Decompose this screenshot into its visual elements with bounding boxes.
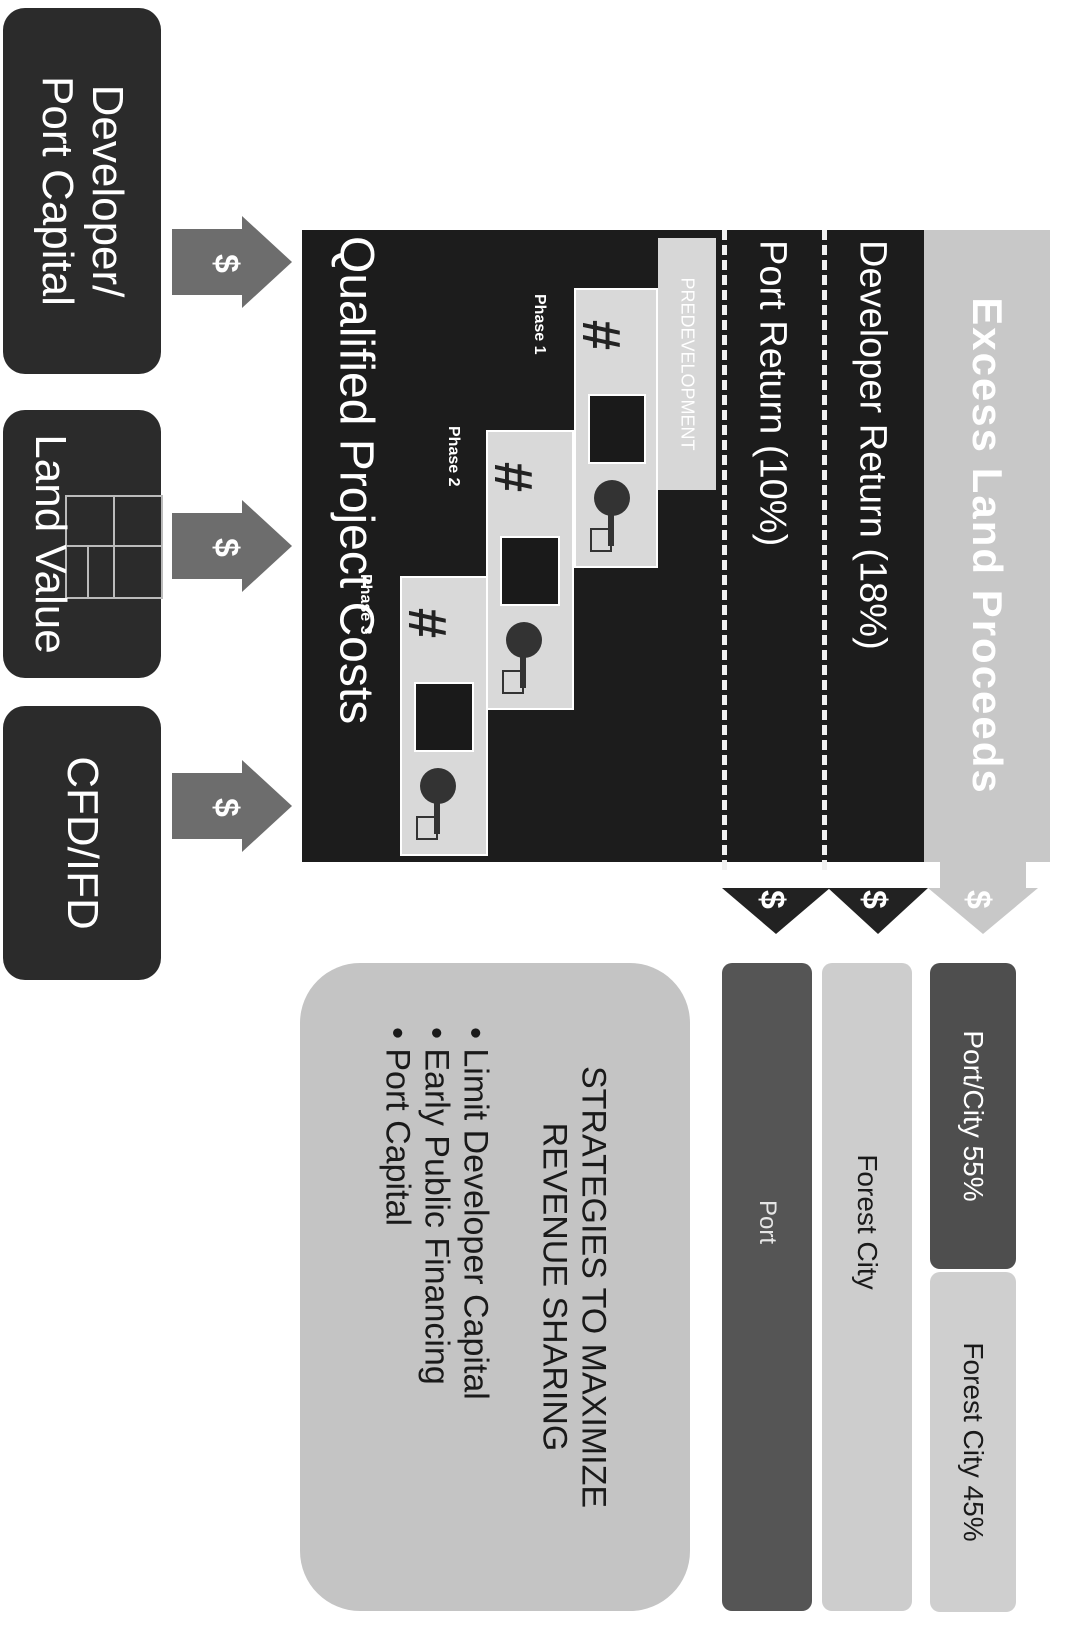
qualified-project-costs-block: Qualified Project Costs Port Return (10%…: [302, 230, 924, 870]
strategies-box: STRATEGIES TO MAXIMIZE REVENUE SHARING •…: [300, 963, 690, 1611]
window-grid-icon: [414, 682, 474, 752]
strategy-item-text: Early Public Financing: [417, 1048, 456, 1385]
developer-return-label: Developer Return (18%): [851, 240, 894, 650]
strategies-title-line2: REVENUE SHARING: [535, 1122, 574, 1452]
tree-bench-icon: [590, 480, 638, 552]
strategy-item: • Early Public Financing: [417, 1027, 456, 1385]
port-city-label: Port/City 55%: [958, 1030, 989, 1202]
phase-3-label: Phase 3: [357, 574, 374, 635]
down-arrow-port: $: [722, 862, 830, 938]
source-developer-box: Developer/ Port Capital: [3, 8, 161, 374]
strategies-title-line1: STRATEGIES TO MAXIMIZE: [574, 1065, 613, 1509]
phase-2-label: Phase 2: [445, 426, 462, 487]
excess-land-proceeds-column: Excess Land Proceeds: [924, 230, 1050, 862]
dollar-icon: $: [958, 890, 997, 909]
strategy-item: • Limit Developer Capital: [456, 1027, 495, 1400]
strategies-list: • Limit Developer Capital • Early Public…: [378, 987, 495, 1587]
forest-city-label: Forest City: [852, 1154, 883, 1290]
dollar-icon: $: [206, 254, 245, 273]
arrow-shaft: [172, 229, 242, 295]
hashtag-icon: #: [483, 461, 544, 493]
port-label: Port: [754, 1200, 781, 1245]
arrow-shaft: [172, 773, 242, 839]
dollar-icon: $: [206, 538, 245, 557]
arrow-head: [242, 216, 292, 308]
phase-1-card: #: [571, 288, 658, 568]
arrow-land: $: [172, 500, 292, 592]
dashed-line-1: [722, 230, 727, 870]
down-arrow-excess: $: [928, 862, 1038, 938]
excess-land-proceeds-label: Excess Land Proceeds: [964, 297, 1011, 795]
port-return-label: Port Return (10%): [751, 240, 794, 547]
forest-city-bar: Forest City: [822, 963, 912, 1611]
source-developer-line2: Port Capital: [33, 76, 82, 306]
hashtag-icon: #: [571, 319, 632, 351]
source-cfd-label: CFD/IFD: [58, 756, 107, 930]
dashed-line-2: [822, 230, 827, 870]
land-grid-icon: [65, 495, 163, 599]
arrow-developer: $: [172, 216, 292, 308]
arrow-head: [242, 760, 292, 852]
port-bar: Port: [722, 963, 812, 1611]
phase-2-card: #: [483, 430, 574, 710]
window-grid-icon: [588, 394, 646, 464]
window-grid-icon: [500, 536, 560, 606]
arrow-cfd: $: [172, 760, 292, 852]
arrow-shaft: [172, 513, 242, 579]
tree-bench-icon: [502, 622, 550, 694]
hashtag-icon: #: [397, 607, 458, 639]
strategy-item-text: Limit Developer Capital: [456, 1048, 495, 1400]
main-title: Qualified Project Costs: [329, 236, 383, 725]
port-city-bar: Port/City 55%: [930, 963, 1016, 1269]
tree-bench-icon: [416, 768, 464, 840]
source-developer-line1: Developer/: [83, 84, 132, 298]
forest-city-share-label: Forest City 45%: [958, 1342, 989, 1542]
forest-city-share-bar: Forest City 45%: [930, 1272, 1016, 1612]
source-cfd-box: CFD/IFD: [3, 706, 161, 980]
phase-1-label: Phase 1: [531, 294, 548, 355]
dollar-icon: $: [854, 890, 893, 909]
arrow-head: [242, 500, 292, 592]
strategy-item-text: Port Capital: [378, 1048, 417, 1226]
dollar-icon: $: [206, 798, 245, 817]
source-land-label: Land Value: [26, 434, 76, 654]
down-arrow-developer: $: [828, 862, 928, 938]
predevelopment-label: PREDEVELOPMENT: [677, 277, 698, 451]
strategy-item: • Port Capital: [378, 1027, 417, 1226]
dollar-icon: $: [752, 890, 791, 909]
source-land-box: Land Value: [3, 410, 163, 678]
predevelopment-bar: PREDEVELOPMENT: [658, 238, 716, 490]
phase-3-card: #: [397, 576, 488, 856]
